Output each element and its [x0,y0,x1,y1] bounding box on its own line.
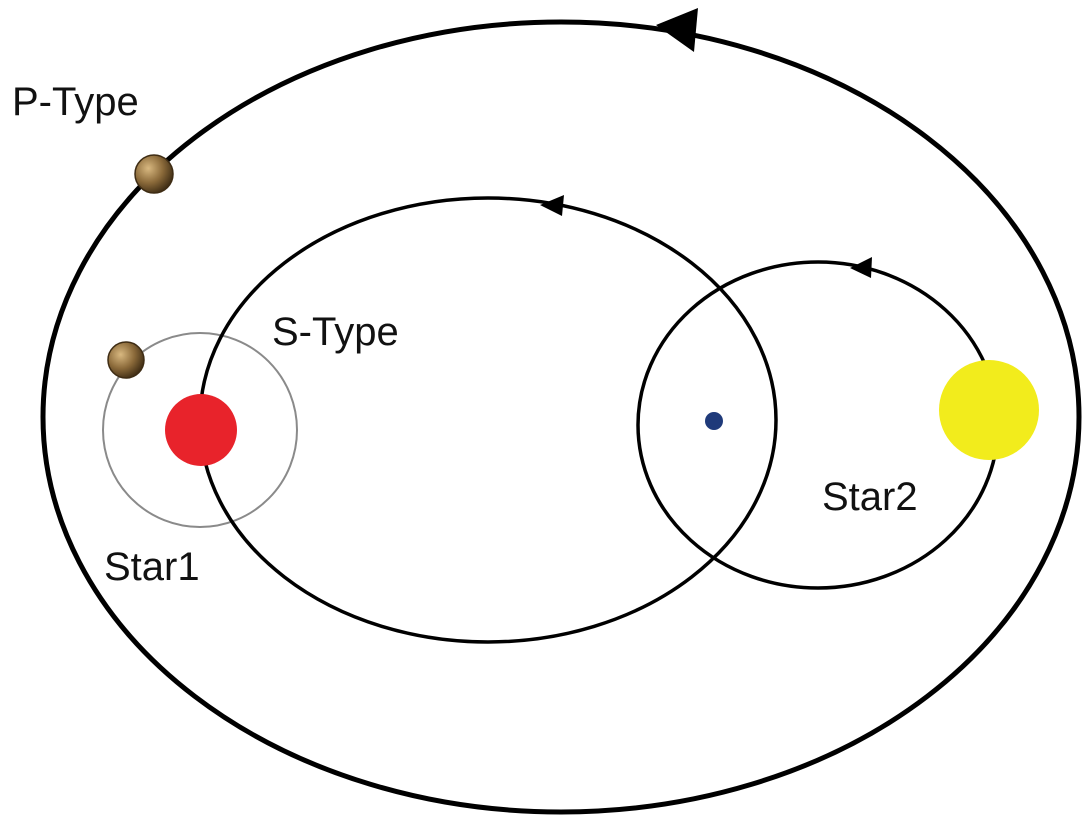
star2-circle [939,360,1039,460]
p-type-label: P-Type [12,80,139,124]
s-type-planet [107,341,145,379]
star1-orbit-arrow-icon [540,195,564,216]
p-type-orbit [40,19,1082,815]
p-type-orbit-arrow-icon [656,8,698,52]
star1-label: Star1 [104,545,200,589]
barycenter-dot [705,412,723,430]
star2-orbit-arrow-icon [850,257,872,278]
star1-circle [165,394,237,466]
p-type-planet [134,154,174,194]
s-type-label: S-Type [272,310,399,354]
star2-label: Star2 [822,475,918,519]
star1-planet-orbit [102,332,298,528]
star1-orbit [198,196,778,644]
